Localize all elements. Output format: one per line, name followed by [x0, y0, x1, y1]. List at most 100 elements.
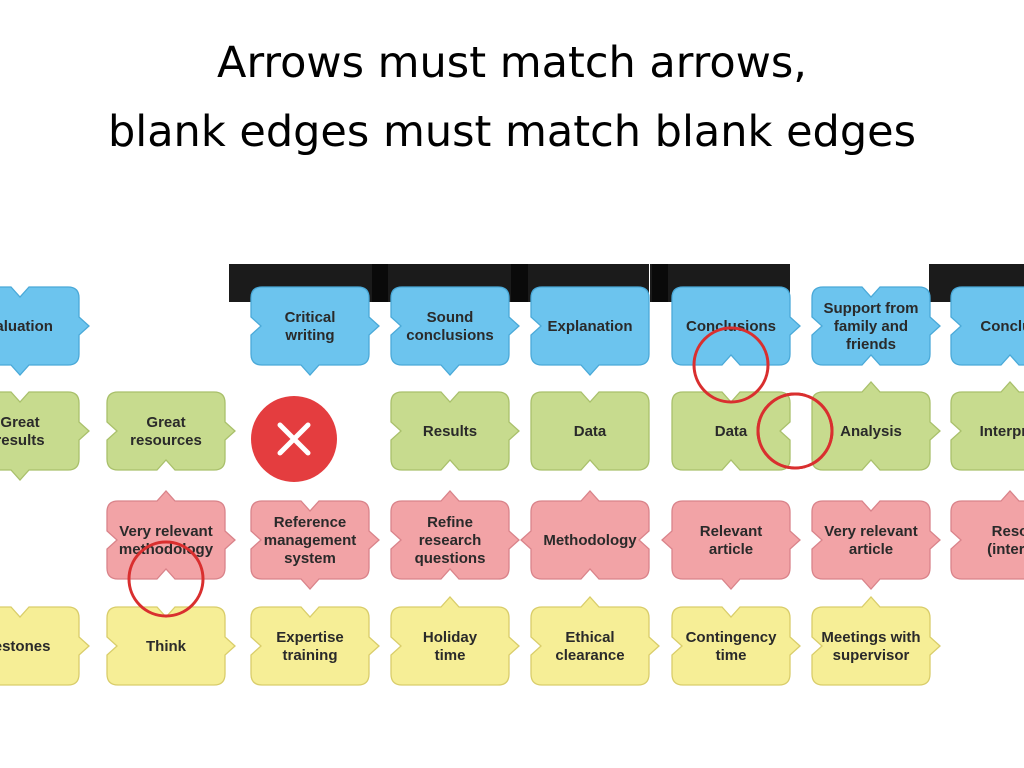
- tile-shape: [390, 490, 520, 580]
- tile-label: Expertise: [276, 629, 344, 646]
- tile-label: Data: [715, 423, 748, 440]
- tile-label: Ethical: [565, 629, 614, 646]
- tile-shape: [950, 381, 1024, 471]
- tile-label: system: [284, 550, 336, 567]
- tile-label: Conclus: [980, 318, 1024, 335]
- puzzle-tile-explanation: Explanation: [530, 286, 650, 376]
- tile-shape: [0, 606, 90, 686]
- tile-shape: [0, 286, 90, 376]
- tile-label: conclusions: [406, 327, 494, 344]
- tile-shape: [671, 286, 801, 366]
- tile-label: Analysis: [840, 423, 902, 440]
- tile-label: results: [0, 432, 45, 449]
- mismatch-highlight-circle: [127, 540, 205, 618]
- tile-label: Very relevant: [119, 523, 212, 540]
- tile-label: Data: [574, 423, 607, 440]
- close-icon: [277, 422, 311, 456]
- reject-badge: [251, 396, 337, 482]
- tile-label: Very relevant: [824, 523, 917, 540]
- tile-label: methodology: [119, 541, 214, 558]
- tile-label: Relevant: [700, 523, 763, 540]
- tile-shape: [250, 606, 380, 686]
- tile-shape: [390, 391, 520, 471]
- tile-label: Holiday: [423, 629, 478, 646]
- tile-shape: [811, 381, 941, 471]
- tile-shape: [671, 606, 801, 686]
- tile-label: training: [283, 647, 338, 664]
- tile-label: research: [419, 532, 482, 549]
- puzzle-tile-data-2: Data: [671, 391, 791, 471]
- tile-shape: [0, 391, 90, 481]
- tile-shape: [530, 286, 650, 376]
- tile-label: management: [264, 532, 357, 549]
- puzzle-tile-think: Think: [106, 606, 236, 686]
- puzzle-tile-analysis: Analysis: [811, 381, 941, 471]
- tile-label: article: [849, 541, 893, 558]
- tile-shape: [950, 286, 1024, 366]
- slide-title-line-1: Arrows must match arrows,: [217, 38, 807, 88]
- tile-label: Results: [423, 423, 477, 440]
- tile-shape: [530, 391, 650, 471]
- tile-label: (interv: [987, 541, 1024, 558]
- tile-label: time: [716, 647, 747, 664]
- thesis-bar-divider: [652, 264, 668, 302]
- tile-label: Reference: [274, 514, 347, 531]
- tile-label: Think: [146, 638, 187, 655]
- puzzle-tile-milestones: lestones: [0, 606, 90, 686]
- puzzle-tile-evaluation: valuation: [0, 286, 90, 376]
- tile-label: Refine: [427, 514, 473, 531]
- tile-label: writing: [284, 327, 334, 344]
- tile-label: Great: [0, 414, 39, 431]
- tile-label: Explanation: [547, 318, 632, 335]
- tile-seam-gap: [796, 394, 808, 468]
- tile-label: valuation: [0, 318, 53, 335]
- tile-label: Meetings with: [821, 629, 920, 646]
- puzzle-tile-resources-partial: Reso(interv: [950, 490, 1024, 580]
- tile-label: Reso: [992, 523, 1024, 540]
- mismatch-highlight-circle: [692, 326, 770, 404]
- tile-shape: [811, 500, 941, 590]
- tile-label: family and: [834, 318, 908, 335]
- tile-shape: [390, 286, 520, 376]
- mismatch-highlight-circle: [756, 392, 834, 470]
- tile-label: questions: [415, 550, 486, 567]
- tile-label: lestones: [0, 638, 50, 655]
- tile-shape: [390, 596, 520, 686]
- puzzle-tile-conclusions: Conclusions: [671, 286, 801, 366]
- tile-label: friends: [846, 336, 896, 353]
- tile-label: Support from: [824, 300, 919, 317]
- puzzle-tile-results: Results: [390, 391, 520, 471]
- thesis-bar-divider: [511, 264, 528, 302]
- tile-label: supervisor: [833, 647, 910, 664]
- tile-label: Critical: [285, 309, 336, 326]
- puzzle-tile-conclus-partial: Conclus: [950, 286, 1024, 366]
- tile-label: resources: [130, 432, 202, 449]
- tile-label: Methodology: [543, 532, 637, 549]
- tile-label: clearance: [555, 647, 624, 664]
- tile-shape: [530, 596, 660, 686]
- tile-shape: [250, 500, 380, 590]
- slide-title-line-2: blank edges must match blank edges: [107, 107, 917, 157]
- tile-shape: [106, 391, 236, 471]
- thesis-bar-divider: [372, 264, 388, 302]
- tile-label: article: [709, 541, 753, 558]
- tile-shape: [250, 286, 380, 376]
- tile-label: Interpret: [980, 423, 1024, 440]
- tile-shape: [106, 490, 236, 580]
- tile-label: Sound: [427, 309, 474, 326]
- tile-label: Contingency: [686, 629, 777, 646]
